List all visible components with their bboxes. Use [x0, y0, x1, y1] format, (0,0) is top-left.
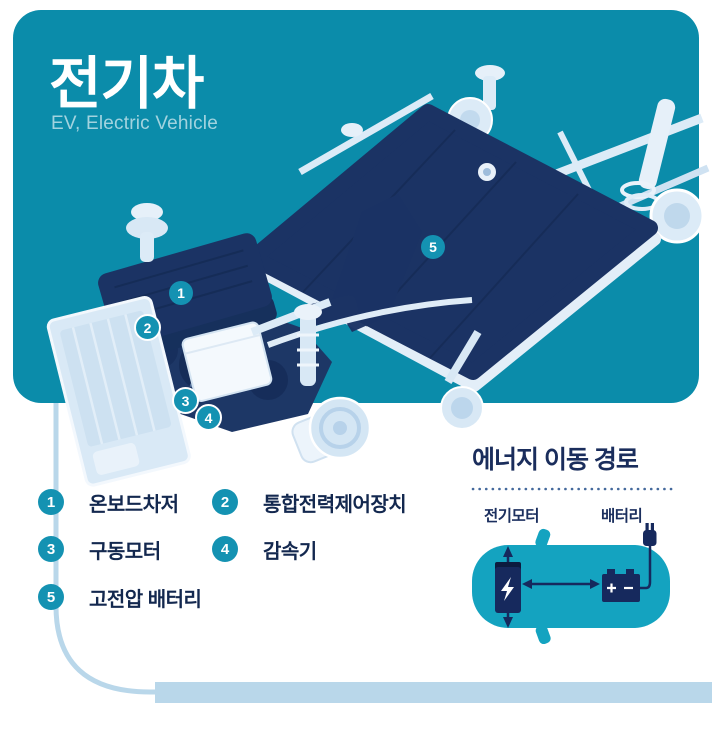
chassis-marker-4: 4: [195, 404, 222, 431]
legend-item-5: 5 고전압 배터리: [38, 584, 202, 611]
chassis-marker-5-number: 5: [429, 239, 437, 255]
legend-connector-line: [53, 403, 158, 695]
legend-number-badge: 4: [212, 536, 238, 562]
radiator-illustration: [46, 295, 191, 487]
lightning-bolt-icon: [501, 577, 514, 601]
plug-icon: [643, 523, 657, 546]
page-subtitle: EV, Electric Vehicle: [51, 113, 218, 134]
energy-flow-diagram: [471, 487, 675, 645]
motor-icon: [495, 562, 521, 613]
battery-label: 배터리: [601, 508, 643, 525]
battery-icon: [602, 569, 640, 602]
chassis-marker-5: 5: [421, 235, 445, 259]
footer-accent-bar: [155, 682, 712, 703]
legend-label: 구동모터: [89, 540, 161, 563]
page-title: 전기차: [49, 52, 204, 116]
energy-transfer-arrow: [522, 579, 600, 589]
car-silhouette: [472, 528, 670, 645]
legend-number-badge: 2: [212, 489, 238, 515]
chassis-marker-2: 2: [134, 314, 161, 341]
legend-label: 감속기: [263, 540, 317, 563]
legend-label: 통합전력제어장치: [263, 493, 407, 516]
motor-label: 전기모터: [484, 508, 540, 525]
legend-item-3: 3 구동모터: [38, 536, 161, 563]
chassis-marker-1-number: 1: [177, 285, 185, 301]
legend-item-2: 2 통합전력제어장치: [212, 489, 407, 516]
chassis-marker-2-number: 2: [143, 319, 152, 336]
chassis-marker-3-number: 3: [181, 392, 190, 409]
legend-item-1: 1 온보드차저: [38, 489, 179, 516]
legend-label: 고전압 배터리: [89, 588, 202, 611]
front-suspension-illustration: [126, 203, 484, 464]
legend-number-badge: 3: [38, 536, 64, 562]
car-mirror-bottom-icon: [535, 624, 551, 645]
chassis-marker-3: 3: [172, 387, 199, 414]
legend-number-badge: 5: [38, 584, 64, 610]
legend-label: 온보드차저: [89, 493, 179, 516]
chassis-marker-1: 1: [169, 281, 193, 305]
inverter-box-illustration: [181, 321, 273, 402]
car-mirror-top-icon: [535, 528, 551, 549]
legend-item-4: 4 감속기: [212, 536, 317, 563]
battery-plus-icon: [607, 583, 616, 593]
ev-chassis-illustration: [46, 65, 710, 487]
chassis-marker-4-number: 4: [204, 409, 213, 426]
legend-number-badge: 1: [38, 489, 64, 515]
energy-path-title: 에너지 이동 경로: [472, 446, 639, 474]
charging-cord: [640, 523, 657, 590]
